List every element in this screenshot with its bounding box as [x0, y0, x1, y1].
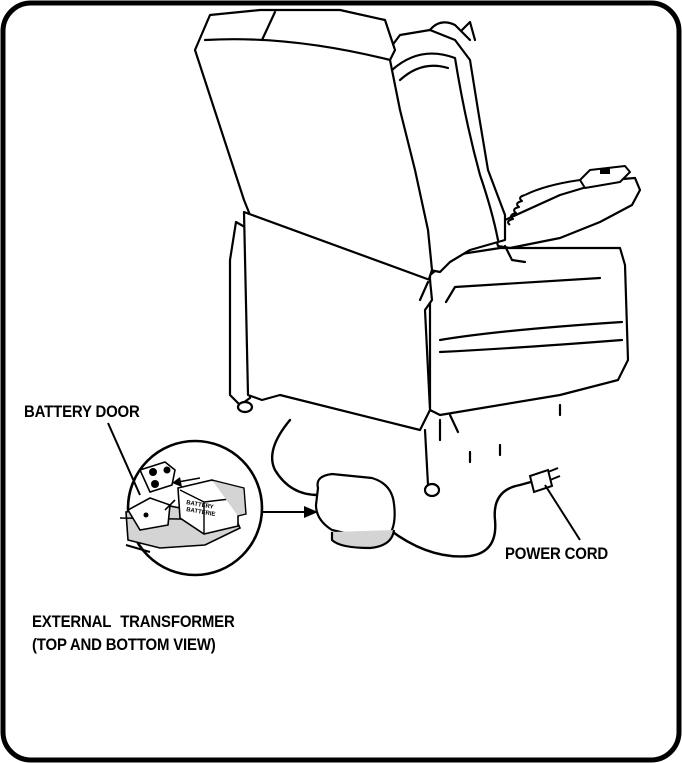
battery-text-fr: BATTERIE: [186, 507, 216, 518]
detail-magnifier: BATTERY BATTERIE: [119, 439, 264, 577]
power-plug: [528, 467, 561, 494]
transformer-label-line2: (TOP AND BOTTOM VIEW): [32, 635, 216, 654]
battery-text-en: BATTERY: [186, 500, 214, 511]
leader-lines: [107, 422, 581, 541]
cables: [270, 418, 540, 558]
power-cord-leader: [544, 484, 581, 541]
battery-door-label: BATTERY DOOR: [24, 402, 140, 421]
transformer-label-line1: EXTERNAL TRANSFORMER: [32, 612, 235, 631]
battery-door-leader: [107, 422, 141, 496]
external-transformer: [314, 472, 396, 550]
power-cord-label: POWER CORD: [505, 544, 608, 563]
hand-control: [507, 165, 631, 226]
lift-chair: [193, 8, 642, 498]
magnifier-arrowhead: [304, 506, 318, 518]
